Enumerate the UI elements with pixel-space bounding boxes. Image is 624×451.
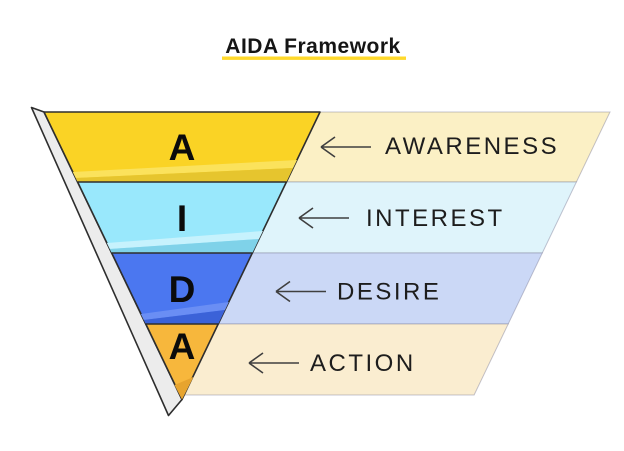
band-label-desire: DESIRE <box>337 279 441 306</box>
funnel-level-action-shape <box>145 323 219 401</box>
title-underline <box>222 56 406 60</box>
left-arrow-icon-interest <box>298 207 349 229</box>
funnel-level-desire <box>110 252 254 325</box>
funnel-awareness-shade <box>75 168 294 182</box>
funnel-level-awareness <box>43 111 321 183</box>
funnel-interest-shade <box>109 239 259 253</box>
funnel-action-shade <box>174 377 194 400</box>
left-arrow-icon-desire <box>275 280 326 303</box>
funnel-awareness-highlight <box>72 160 297 178</box>
funnel-level-interest <box>76 181 288 254</box>
funnel-letter-action: A <box>169 326 196 367</box>
funnel-letter-desire: D <box>169 269 196 310</box>
funnel-level-action <box>145 323 219 401</box>
band-label-awareness: AWARENESS <box>385 133 559 160</box>
left-arrow-icon-awareness <box>320 136 371 158</box>
band-label-action: ACTION <box>310 350 416 377</box>
page-title: AIDA Framework <box>225 35 400 58</box>
funnel-letter-awareness: A <box>169 127 196 168</box>
funnel-desire-highlight <box>140 302 229 320</box>
funnel-interest-highlight <box>106 231 263 249</box>
funnel-desire-shade <box>143 310 225 324</box>
band-label-interest: INTEREST <box>366 205 505 232</box>
left-arrow-icon-action <box>248 352 299 374</box>
funnel-letter-interest: I <box>177 198 187 239</box>
